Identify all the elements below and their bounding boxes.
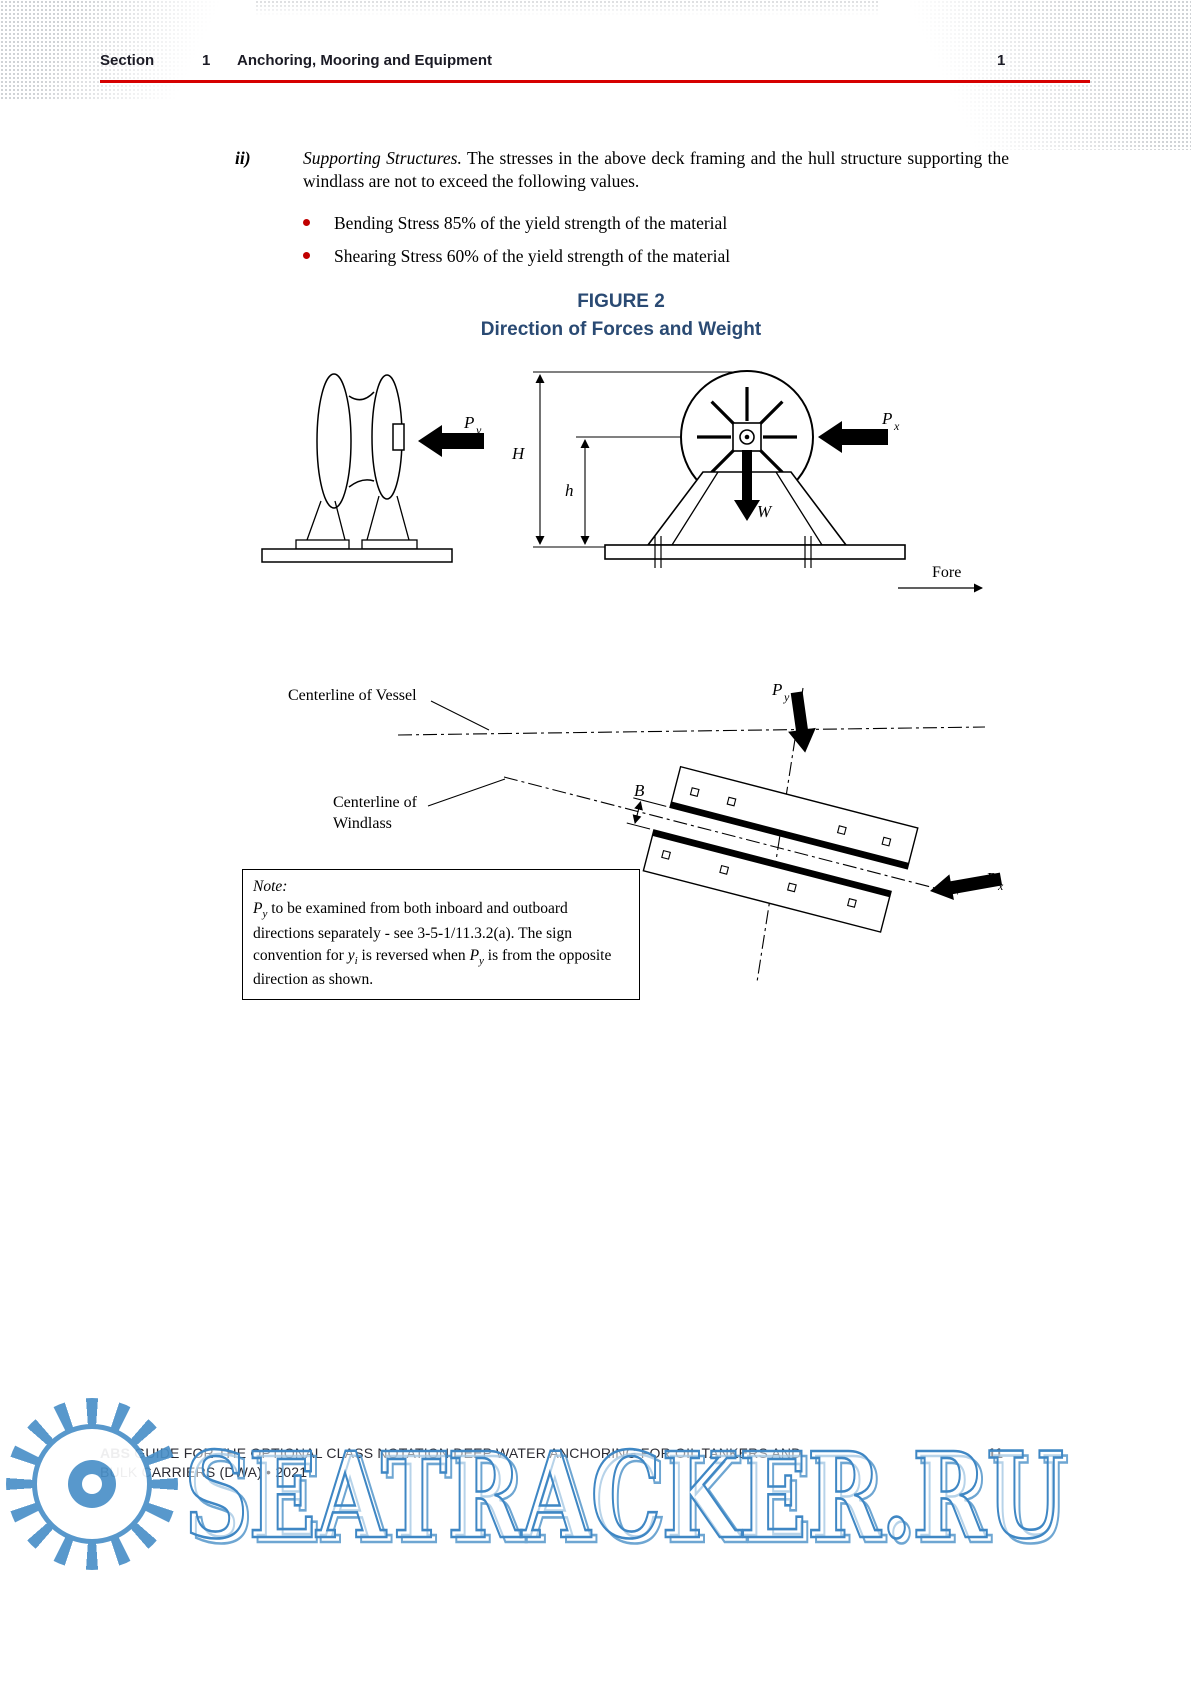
dim-B-label: B [634,781,645,800]
figure-label: FIGURE 2 [577,291,665,312]
weight-w-label: W [757,502,773,521]
note-title: Note: [253,878,288,895]
force-px-sub: x [893,419,900,433]
force-py-label: P [463,413,474,432]
header-page-ref: 1 [997,52,1006,69]
fore-label: Fore [932,564,961,581]
force-px-label: P [881,409,892,428]
bullet-icon [303,219,310,226]
note-body: Py to be examined from both inboard and … [253,900,612,989]
item-body: The stresses in the above deck framing a… [303,148,1009,192]
item-lead: Supporting Structures. [303,148,462,168]
windlass-front-view [604,370,906,568]
item-paragraph: Supporting Structures. The stresses in t… [303,147,1009,193]
windlass-side-view [261,373,453,563]
leader-line [427,778,506,807]
leader-line [430,700,490,731]
figure-diagram: P y H h [261,370,1004,983]
centerline-vessel-line [397,726,986,736]
force-py-arrow-side [418,425,484,457]
dim-h-label: h [565,481,574,500]
centerline-vessel-label: Centerline of Vessel [288,687,417,704]
bullet-text: Shearing Stress 60% of the yield strengt… [334,246,731,266]
header-rule [100,80,1090,83]
force-px-label-plan: P [985,869,996,888]
force-py-arrow-plan [788,691,816,753]
bullet-item: Bending Stress 85% of the yield strength… [303,213,1003,234]
centerline-windlass-line [503,776,959,895]
item-marker: ii) [235,148,251,168]
wheel-spokes [697,387,797,487]
bolt-marks [654,536,812,568]
watermark: SEATRACKER.RU SEATRACKER.RU [183,1425,1071,1572]
force-py-label-plan: P [771,680,782,699]
bolt-holes [661,787,892,908]
sun-center-dot [82,1474,102,1494]
watermark-text: SEATRACKER.RU [184,1426,1064,1565]
force-px-sub-plan: x [997,879,1004,893]
decorative-dots-top [255,0,880,16]
decorative-dots-left [0,0,270,100]
bullet-text: Bending Stress 85% of the yield strength… [334,213,728,233]
force-py-sub: y [475,423,482,437]
dim-B-lines [626,797,667,830]
header-section-label: Section [100,52,155,69]
windlass-foundation-plan [626,765,919,933]
header-section-number: 1 [202,52,211,69]
footer-page-number: 11 [988,1445,1003,1461]
force-py-sub-plan: y [783,690,790,704]
force-px-arrow-front [818,421,888,453]
bullet-item: Shearing Stress 60% of the yield strengt… [303,246,1003,267]
centerline-windlass-label-1: Centerline of [333,794,418,811]
figure-title: Direction of Forces and Weight [480,319,762,340]
bullet-icon [303,252,310,259]
weight-w-arrow [734,450,760,521]
watermark-sun-logo [6,1398,178,1570]
decorative-dots-right [865,0,1191,150]
centerline-windlass-label-2: Windlass [333,815,392,832]
header-section-title: Anchoring, Mooring and Equipment [237,52,492,69]
watermark-shadow-text: SEATRACKER.RU [189,1431,1069,1570]
dim-H-label: H [511,444,526,463]
figure-note: Note: Py to be examined from both inboar… [242,869,640,1001]
force-px-arrow-plan [930,872,1003,900]
dimension-lines [533,371,762,548]
